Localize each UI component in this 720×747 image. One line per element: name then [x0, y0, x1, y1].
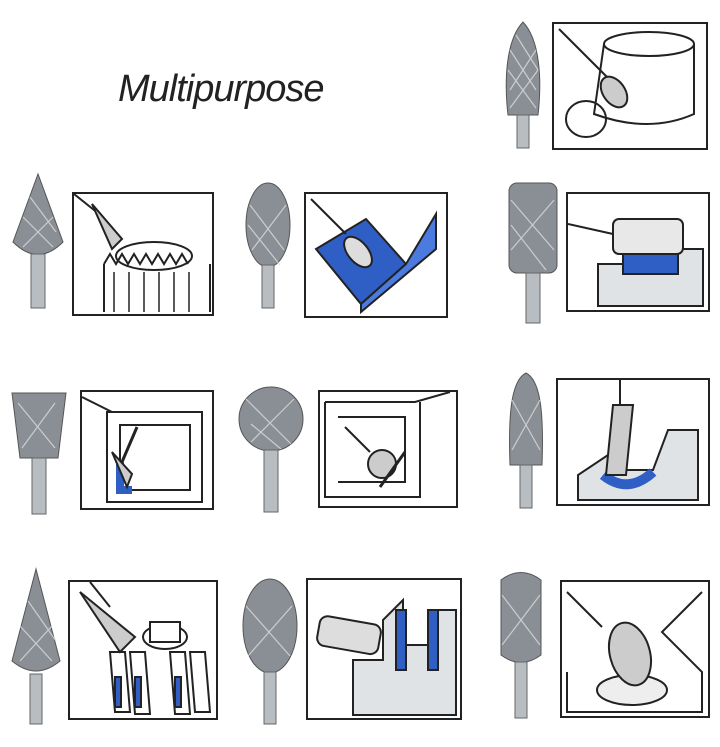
- oval-burr-image: [496, 570, 546, 720]
- fin-cleanup-diagram: [68, 580, 218, 720]
- tree-round-burr-image: [504, 370, 548, 510]
- pointed-burr-image: [8, 566, 64, 726]
- rail-groove-diagram: [306, 578, 462, 720]
- inner-channel-diagram: [318, 390, 458, 508]
- bowl-hollow-diagram: [560, 580, 710, 718]
- egg-burr-image: [240, 576, 300, 726]
- cylinder-burr-image: [506, 180, 560, 325]
- vessel-deburring-diagram: [552, 22, 708, 150]
- oval-burr-image: [242, 180, 294, 310]
- page-title: Multipurpose: [118, 68, 325, 110]
- gear-teeth-diagram: [72, 192, 214, 316]
- ball-burr-image: [236, 384, 306, 514]
- slot-groove-diagram: [566, 192, 710, 312]
- tree-burr-image: [498, 20, 548, 150]
- inverted-cone-burr-image: [10, 388, 68, 516]
- inside-corner-diagram: [304, 192, 448, 318]
- inner-frame-diagram: [80, 390, 214, 510]
- weld-groove-diagram: [556, 378, 710, 506]
- pointed-burr-image: [8, 172, 68, 310]
